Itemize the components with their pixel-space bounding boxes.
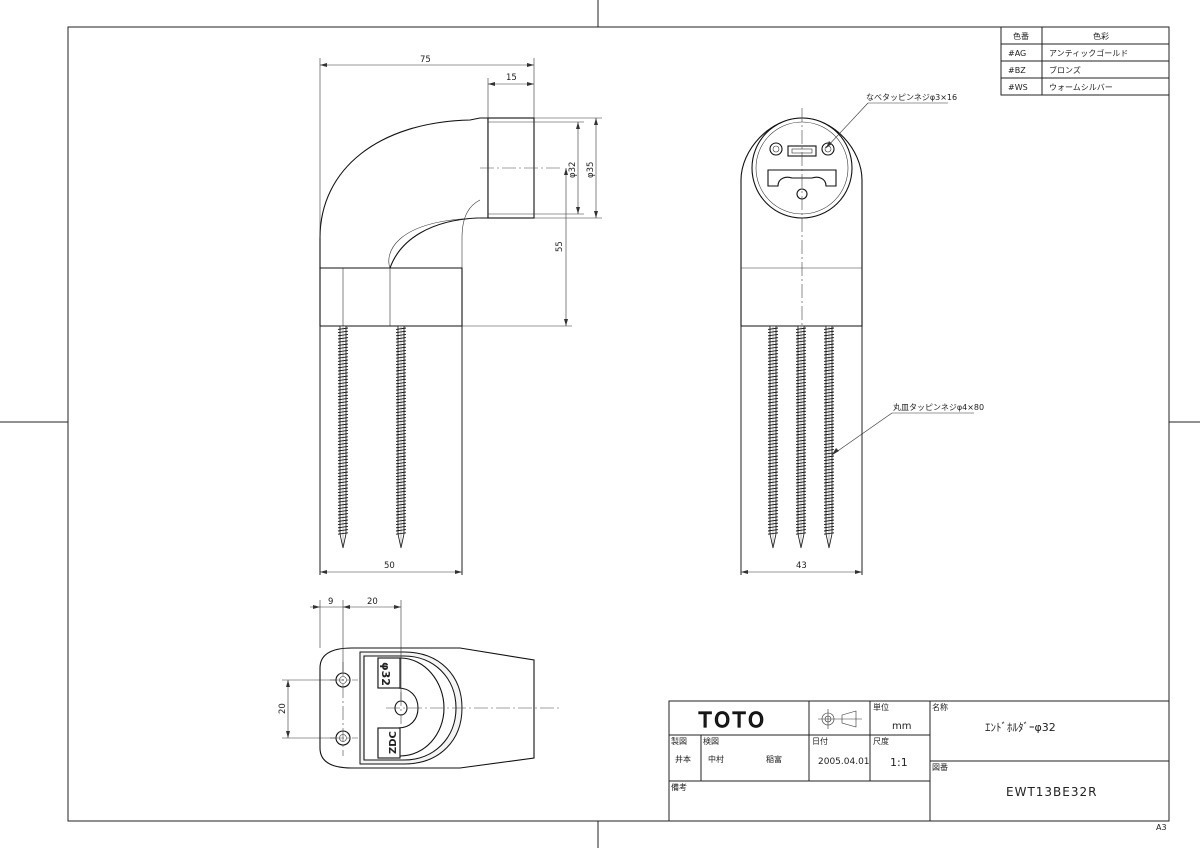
color-row-code: #BZ <box>1008 66 1026 75</box>
scale-label: 尺度 <box>873 736 889 746</box>
base-material-marking: ZDC <box>388 731 399 754</box>
front-view-dimensions: 75 15 φ32 φ35 55 50 <box>319 55 602 574</box>
dim-15: 15 <box>506 73 517 83</box>
name-label: 名称 <box>932 702 948 712</box>
unit-label: 単位 <box>873 702 889 712</box>
drawn-label: 製図 <box>671 736 687 746</box>
elbow-inner-edge <box>388 217 481 269</box>
callout-round-screw: 丸皿タッピンネジφ4×80 <box>893 402 984 412</box>
base-block <box>319 267 463 327</box>
dim-dia-32: φ32 <box>568 162 578 178</box>
dim-43: 43 <box>796 561 807 571</box>
color-table-header-color: 色彩 <box>1093 31 1109 41</box>
checked-label: 検図 <box>703 736 719 746</box>
part-name: ｴﾝﾄﾞﾎﾙﾀﾞｰφ32 <box>985 721 1056 734</box>
dim-dia-35: φ35 <box>586 162 596 178</box>
elbow-body <box>319 117 489 269</box>
date-label: 日付 <box>812 736 828 746</box>
remarks-label: 備考 <box>671 782 687 792</box>
dim-75: 75 <box>420 55 431 65</box>
callout-pan-screw: なべタッピンネジφ3×16 <box>866 93 957 102</box>
drawing-number-label: 図番 <box>932 762 948 772</box>
color-row-name: ブロンズ <box>1049 65 1081 75</box>
color-row-code: #AG <box>1008 49 1026 58</box>
dim-50: 50 <box>384 561 395 571</box>
drawing-number: EWT13BE32R <box>1006 785 1097 799</box>
scale-value: 1:1 <box>890 756 908 769</box>
color-table: 色番 色彩 #AG アンティックゴールド #BZ ブロンズ #WS ウォームシル… <box>1000 26 1170 96</box>
side-screw-left <box>767 325 779 549</box>
side-screw-right <box>823 325 835 549</box>
front-screw-left <box>337 325 349 549</box>
screw-hole-left <box>769 142 783 156</box>
checked-by: 中村 <box>708 754 724 764</box>
screw-hole-right <box>821 142 835 156</box>
approved-by: 稲富 <box>766 754 782 764</box>
color-row-name: ウォームシルバー <box>1049 83 1113 92</box>
base-view: φ32 ZDC <box>319 647 560 769</box>
dim-9: 9 <box>328 597 333 607</box>
color-table-header-code: 色番 <box>1013 31 1029 41</box>
unit-value: mm <box>892 721 911 732</box>
title-block: TOTO 単位 mm 名称 ｴﾝﾄﾞﾎﾙﾀﾞｰφ32 製図 井本 検図 中村 稲… <box>668 700 1170 822</box>
dim-55: 55 <box>555 241 565 252</box>
color-row-code: #WS <box>1008 83 1028 92</box>
date-value: 2005.04.01 <box>818 757 870 767</box>
side-view-callouts: なべタッピンネジφ3×16 丸皿タッピンネジφ4×80 43 <box>741 93 984 574</box>
projection-symbol-icon <box>818 709 862 729</box>
sheet-size-label: A3 <box>1156 823 1167 832</box>
drawn-by: 井本 <box>675 754 691 764</box>
toto-logo: TOTO <box>698 708 767 732</box>
color-row-name: アンティックゴールド <box>1049 48 1128 58</box>
base-dia-marking: φ32 <box>379 662 392 686</box>
front-view <box>319 117 560 575</box>
base-view-dimensions: 9 20 20 <box>278 597 402 739</box>
side-view <box>740 108 863 575</box>
side-screw-center <box>795 325 807 549</box>
front-screw-right <box>395 325 407 549</box>
dim-20-vertical: 20 <box>278 703 288 714</box>
dim-20-horizontal: 20 <box>367 597 378 607</box>
